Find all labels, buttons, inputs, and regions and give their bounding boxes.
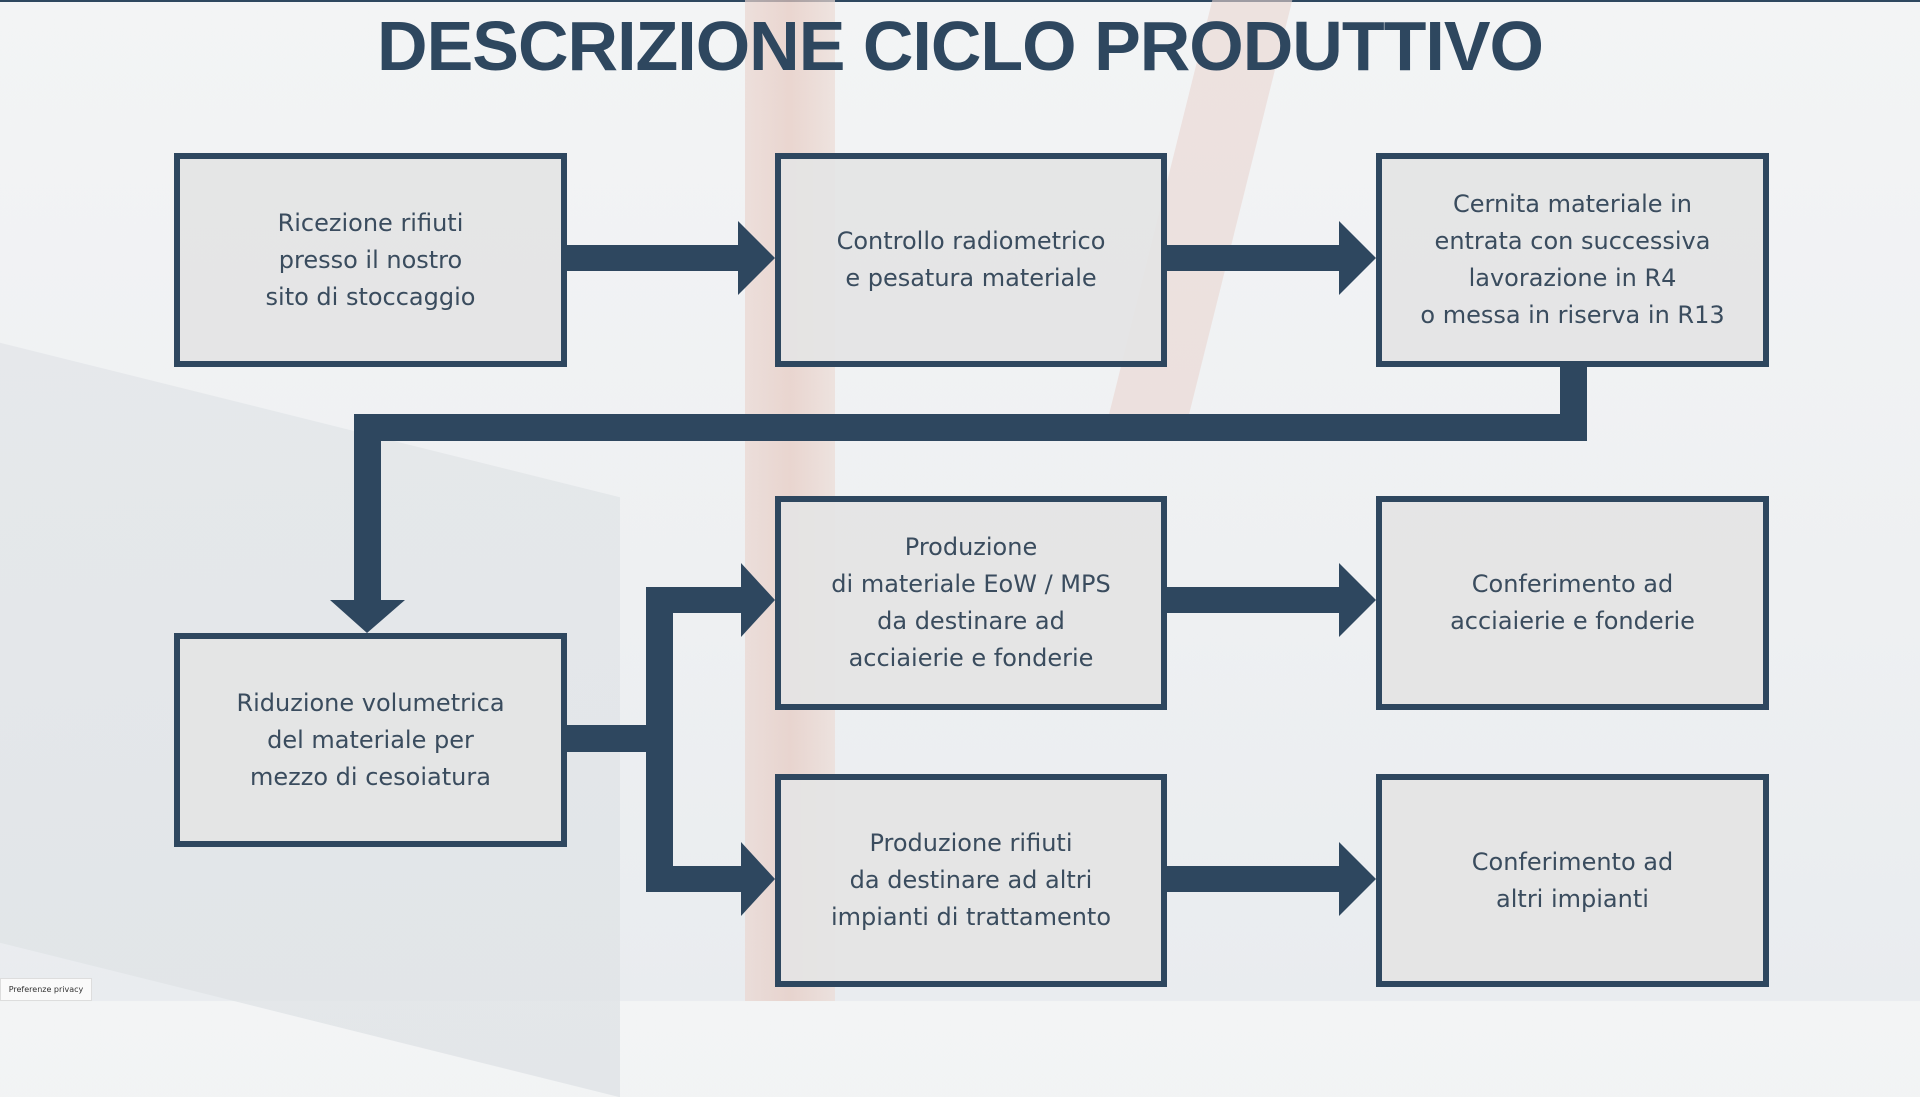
arrow-eow-to-acciaierie — [1167, 563, 1376, 637]
arrow-controllo-to-cernita — [1167, 221, 1376, 295]
step-conferimento-acciaierie: Conferimento ad acciaierie e fonderie — [1376, 496, 1769, 710]
step-controllo-radiometrico: Controllo radiometrico e pesatura materi… — [775, 153, 1167, 367]
connector-cernita-to-riduzione — [330, 367, 1587, 633]
connector-riduzione-split — [567, 563, 775, 916]
flow-connectors — [330, 221, 1587, 916]
step-cernita-materiale: Cernita materiale in entrata con success… — [1376, 153, 1769, 367]
privacy-preferences-button[interactable]: Preferenze privacy — [0, 978, 92, 1001]
step-riduzione-volumetrica: Riduzione volumetrica del materiale per … — [174, 633, 567, 847]
arrow-ricezione-to-controllo — [567, 221, 775, 295]
arrow-rifiuti-to-altri — [1167, 842, 1376, 916]
step-produzione-eow: Produzione di materiale EoW / MPS da des… — [775, 496, 1167, 710]
page-title: DESCRIZIONE CICLO PRODUTTIVO — [377, 7, 1544, 85]
step-conferimento-altri: Conferimento ad altri impianti — [1376, 774, 1769, 987]
top-border — [0, 0, 1920, 2]
step-ricezione-rifiuti: Ricezione rifiuti presso il nostro sito … — [174, 153, 567, 367]
step-produzione-rifiuti: Produzione rifiuti da destinare ad altri… — [775, 774, 1167, 987]
